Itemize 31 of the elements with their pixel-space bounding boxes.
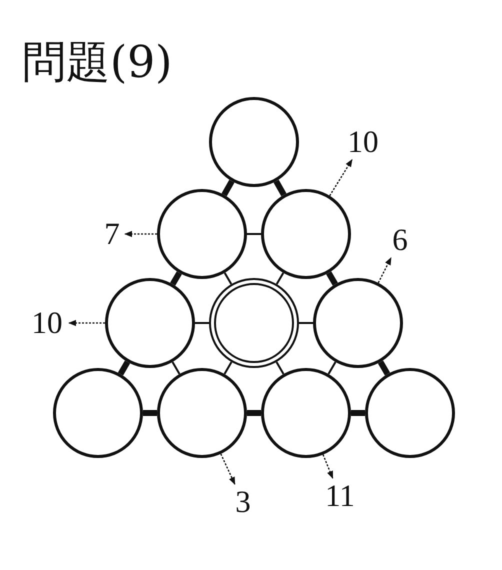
connector-bar	[247, 410, 261, 416]
connector-bar	[170, 271, 182, 286]
connector-bar	[299, 322, 313, 324]
title: 問題(9)	[22, 38, 172, 88]
number-label: 10	[27, 307, 67, 339]
leader-arrow	[378, 257, 392, 284]
connector-bar	[247, 233, 261, 235]
number-label: 3	[232, 486, 254, 518]
connector-bar	[351, 410, 365, 416]
leader-arrow	[322, 454, 334, 479]
leader-arrow	[329, 159, 353, 196]
number-label: 11	[320, 480, 360, 512]
connector-bar	[224, 272, 232, 285]
connector-bar	[195, 322, 209, 324]
leader-arrow	[68, 320, 105, 326]
number-label: 10	[343, 126, 383, 158]
connector-bar	[143, 410, 157, 416]
connector-bar	[326, 271, 338, 286]
connector-bar	[274, 180, 286, 196]
connector-bar	[224, 361, 232, 375]
connector-bar	[378, 360, 390, 376]
number-label: 6	[389, 224, 411, 256]
connector-bar	[328, 361, 336, 375]
connector-bar	[276, 272, 284, 285]
connector-bar	[222, 180, 234, 196]
connector-bar	[118, 360, 130, 376]
number-label: 7	[101, 218, 123, 250]
connector-bar	[276, 361, 284, 375]
leader-arrow	[124, 230, 157, 238]
leader-arrow	[220, 454, 236, 485]
connector-bar	[172, 361, 180, 375]
